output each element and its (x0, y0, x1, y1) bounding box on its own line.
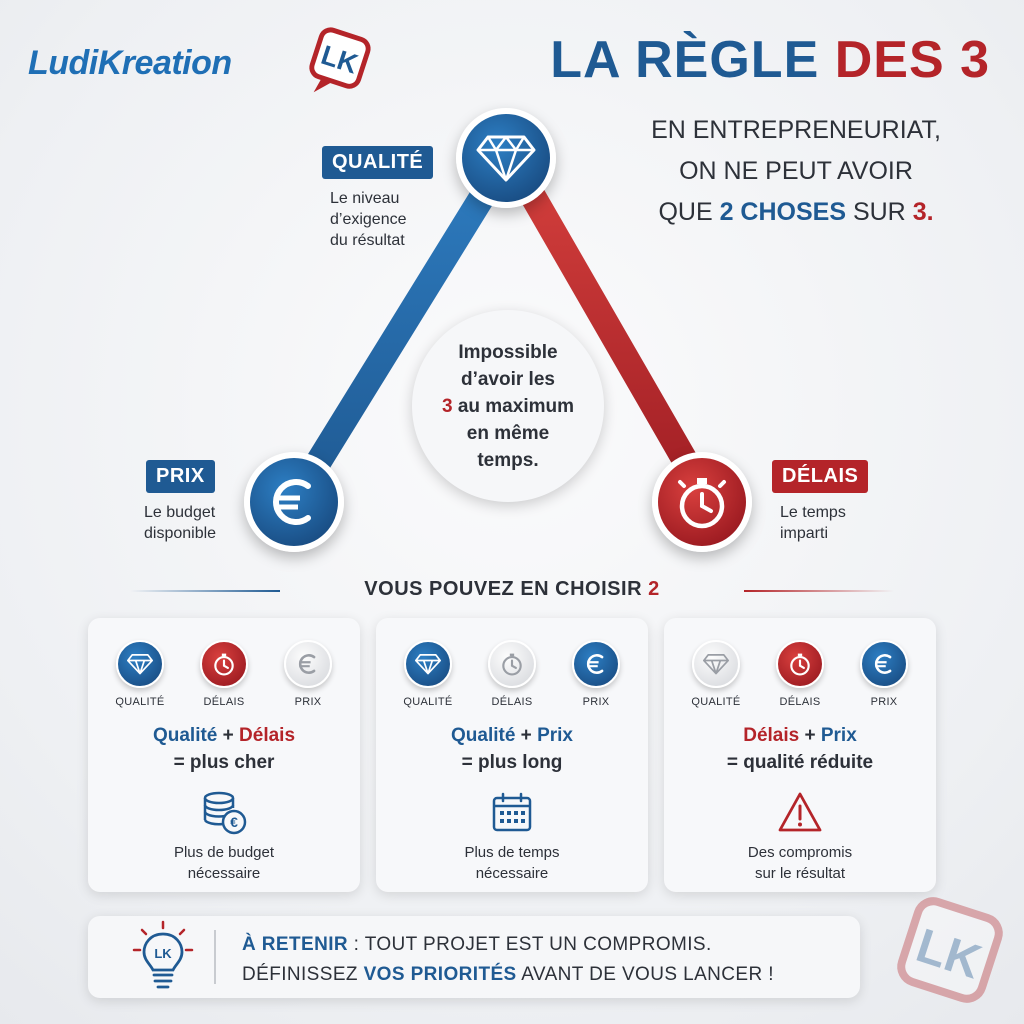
diamond-icon (415, 654, 441, 675)
card-note: Des compromis sur le résultat (747, 844, 853, 882)
card-icon-price: PRIX (556, 640, 636, 708)
card-note: Plus de temps nécessaire (464, 844, 560, 882)
euro-icon (586, 654, 604, 674)
edge-quality-delay (499, 147, 718, 508)
card-icon-quality: QUALITÉ (388, 640, 468, 708)
card-combination: Délais + Prix = qualité réduite (726, 725, 874, 773)
quality-node (456, 108, 556, 208)
svg-text:LK: LK (154, 946, 172, 961)
page-title: LA RÈGLE DES 3 (550, 31, 990, 89)
lk-watermark-icon: LK (897, 897, 1003, 1003)
brand-logo-text: LudiKreation (28, 44, 232, 82)
stopwatch-icon (790, 653, 810, 676)
lightbulb-icon: LK (132, 920, 194, 989)
card-quality-delay: QUALITÉ DÉLAIS PRIX Qualité + Délais = p… (88, 618, 360, 892)
warning-icon (778, 792, 822, 832)
card-icon-price: PRIX (268, 640, 348, 708)
card-combination: Qualité + Prix = plus long (451, 725, 573, 773)
calendar-icon (492, 792, 532, 832)
delay-tag: DÉLAIS (772, 460, 869, 493)
page-subtitle: EN ENTREPRENEURIAT, ON NE PEUT AVOIR QUE… (651, 116, 941, 226)
delay-node (652, 452, 752, 552)
card-icon-quality: QUALITÉ (100, 640, 180, 708)
choose-heading: VOUS POUVEZ EN CHOISIR 2 (364, 578, 660, 600)
quality-description: Le niveau d’exigence du résultat (330, 190, 407, 249)
card-delay-price: QUALITÉ DÉLAIS PRIX Délais + Prix = qual… (664, 618, 936, 892)
card-icon-price: PRIX (844, 640, 924, 708)
card-combination: Qualité + Délais = plus cher (152, 725, 296, 773)
key-takeaway-box (88, 916, 860, 998)
stopwatch-icon (678, 478, 726, 529)
price-tag: PRIX (146, 460, 215, 493)
price-node (244, 452, 344, 552)
takeaway-divider (214, 930, 216, 984)
diamond-icon (127, 654, 153, 675)
euro-icon (273, 479, 311, 525)
card-quality-price: QUALITÉ DÉLAIS PRIX Qualité + Prix = plu… (376, 618, 648, 892)
diamond-icon (476, 135, 536, 182)
card-icon-quality: QUALITÉ (676, 640, 756, 708)
stopwatch-icon (502, 653, 522, 676)
lk-logo-icon: LK (309, 27, 371, 93)
euro-icon (298, 654, 316, 674)
card-icon-delay: DÉLAIS (472, 640, 552, 708)
price-description: Le budget disponible (144, 504, 217, 542)
card-note: Plus de budget nécessaire (173, 844, 275, 882)
key-takeaway-text: À RETENIR : TOUT PROJET EST UN COMPROMIS… (242, 934, 774, 985)
edge-quality-price (285, 147, 518, 508)
card-icon-delay: DÉLAIS (184, 640, 264, 708)
stopwatch-icon (214, 653, 234, 676)
euro-icon (874, 654, 892, 674)
center-message: Impossible d’avoir les 3 au maximum en m… (412, 310, 604, 502)
quality-tag: QUALITÉ (322, 146, 434, 179)
diamond-icon (703, 654, 729, 675)
coins-euro-icon: € (203, 791, 247, 835)
divider-left (130, 590, 280, 592)
card-icon-delay: DÉLAIS (760, 640, 840, 708)
svg-text:€: € (230, 814, 238, 830)
divider-right (744, 590, 894, 592)
delay-description: Le temps imparti (780, 504, 846, 542)
